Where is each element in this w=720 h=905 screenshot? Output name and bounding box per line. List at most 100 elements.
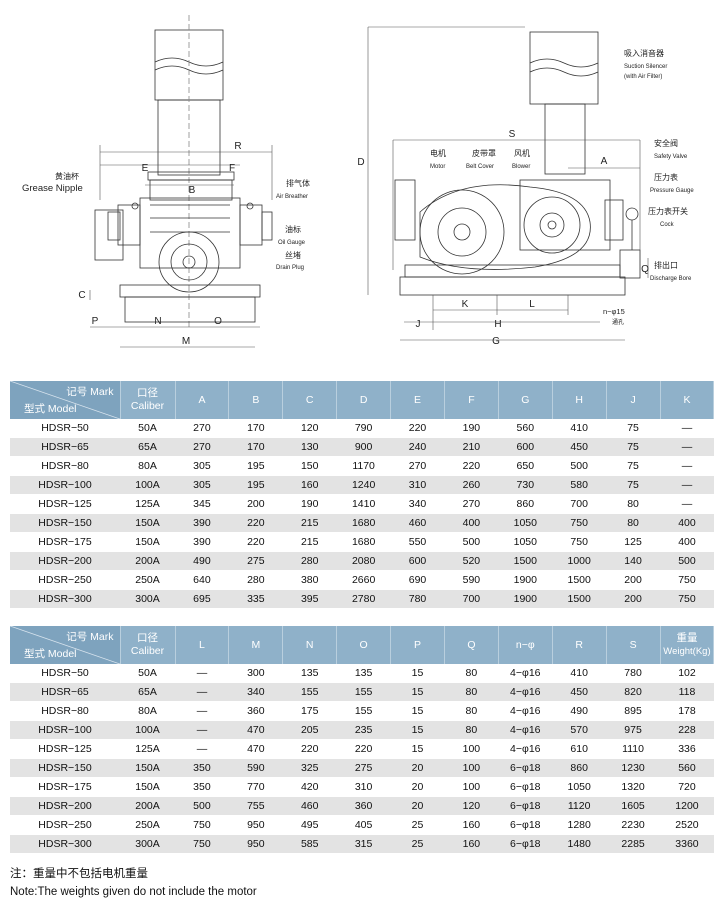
value-cell: 6−φ18 — [498, 834, 553, 854]
grease-label-en: Grease Nipple — [22, 183, 83, 194]
value-cell: 4−φ16 — [498, 664, 553, 683]
value-cell: 120 — [282, 419, 337, 438]
value-cell: 220 — [390, 419, 445, 438]
value-cell: 15 — [390, 720, 445, 740]
column-header: K — [660, 381, 715, 419]
value-cell: 3360 — [660, 834, 714, 854]
column-header: E — [390, 381, 445, 419]
value-cell: 135 — [282, 664, 337, 683]
value-cell: 1680 — [336, 513, 391, 533]
value-cell: 190 — [444, 419, 499, 438]
note-cn: 注：重量中不包括电机重量 — [10, 868, 148, 880]
caliber-cell: 100A — [120, 720, 175, 740]
value-cell: 20 — [390, 758, 445, 778]
value-cell: 75 — [606, 456, 661, 476]
value-cell: — — [175, 720, 229, 740]
value-cell: 1280 — [552, 815, 607, 835]
table-header-row: 记号 Mark 型式 Model 口径 Caliber L M N O P Q … — [10, 626, 715, 664]
value-cell: 1500 — [498, 551, 553, 571]
right-machine — [394, 179, 641, 296]
breather-label-en: Air Breather — [276, 194, 308, 200]
column-header: Q — [444, 626, 499, 664]
value-cell: 2230 — [606, 815, 661, 835]
table-header-row: 记号 Mark 型式 Model 口径 Caliber A B C D E F … — [10, 381, 715, 419]
value-cell: 895 — [606, 701, 661, 721]
oil-label-en: Oil Gauge — [278, 240, 306, 246]
value-cell: 178 — [660, 701, 714, 721]
value-cell: 600 — [390, 551, 445, 571]
value-cell: 1500 — [552, 570, 607, 590]
table-corner: 记号 Mark 型式 Model — [10, 626, 121, 664]
value-cell: 80 — [444, 682, 499, 702]
value-cell: 750 — [660, 570, 714, 590]
value-cell: — — [660, 419, 714, 438]
silencer-label-en1: Suction Silencer — [624, 64, 667, 70]
model-cell: HDSR−65 — [10, 437, 120, 457]
value-cell: 305 — [175, 456, 229, 476]
value-cell: 170 — [228, 419, 283, 438]
value-cell: 400 — [660, 513, 714, 533]
caliber-cell: 125A — [120, 739, 175, 759]
safety-label-en: Safety Valve — [654, 154, 688, 160]
caliber-cell: 100A — [120, 475, 175, 495]
value-cell: 220 — [444, 456, 499, 476]
value-cell: 790 — [336, 419, 391, 438]
model-cell: HDSR−50 — [10, 664, 120, 683]
dim-E: E — [142, 163, 149, 174]
value-cell: 1410 — [336, 494, 391, 514]
value-cell: 780 — [606, 664, 661, 683]
value-cell: 15 — [390, 664, 445, 683]
value-cell: 750 — [552, 513, 607, 533]
value-cell: 410 — [552, 664, 607, 683]
model-cell: HDSR−80 — [10, 456, 120, 476]
value-cell: 500 — [175, 796, 229, 816]
value-cell: 80 — [606, 513, 661, 533]
value-cell: 410 — [552, 419, 607, 438]
value-cell: 695 — [175, 589, 229, 609]
value-cell: 1000 — [552, 551, 607, 571]
dim-P: P — [92, 316, 99, 327]
dim-H: H — [494, 319, 501, 330]
grease-label-cn: 黄油杯 — [55, 171, 79, 181]
value-cell: 4−φ16 — [498, 682, 553, 702]
column-header: R — [552, 626, 607, 664]
value-cell: 750 — [552, 532, 607, 552]
model-cell: HDSR−80 — [10, 701, 120, 721]
value-cell: 280 — [228, 570, 283, 590]
value-cell: 585 — [282, 834, 337, 854]
caliber-cell: 300A — [120, 589, 175, 609]
value-cell: 1320 — [606, 777, 661, 797]
value-cell: 950 — [228, 815, 283, 835]
dim-K: K — [462, 299, 469, 310]
note-en: Note:The weights given do not include th… — [10, 886, 257, 898]
value-cell: 340 — [228, 682, 283, 702]
value-cell: 80 — [444, 701, 499, 721]
drain-label-cn: 丝堵 — [285, 250, 301, 260]
model-cell: HDSR−125 — [10, 739, 120, 759]
value-cell: 275 — [228, 551, 283, 571]
value-cell: 360 — [228, 701, 283, 721]
cock-label-en: Cock — [660, 222, 675, 228]
value-cell: 335 — [228, 589, 283, 609]
value-cell: 280 — [282, 551, 337, 571]
value-cell: 220 — [336, 739, 391, 759]
caliber-cell: 65A — [120, 437, 175, 457]
right-dimension-lines — [367, 26, 649, 341]
value-cell: 1500 — [552, 589, 607, 609]
corner-model-label: 型式 Model — [24, 403, 77, 415]
value-cell: 160 — [444, 834, 499, 854]
model-cell: HDSR−65 — [10, 682, 120, 702]
model-cell: HDSR−200 — [10, 551, 120, 571]
value-cell: 770 — [228, 777, 283, 797]
cock-label-cn: 压力表开关 — [648, 206, 688, 216]
value-cell: 460 — [282, 796, 337, 816]
value-cell: 720 — [660, 777, 714, 797]
value-cell: 1480 — [552, 834, 607, 854]
